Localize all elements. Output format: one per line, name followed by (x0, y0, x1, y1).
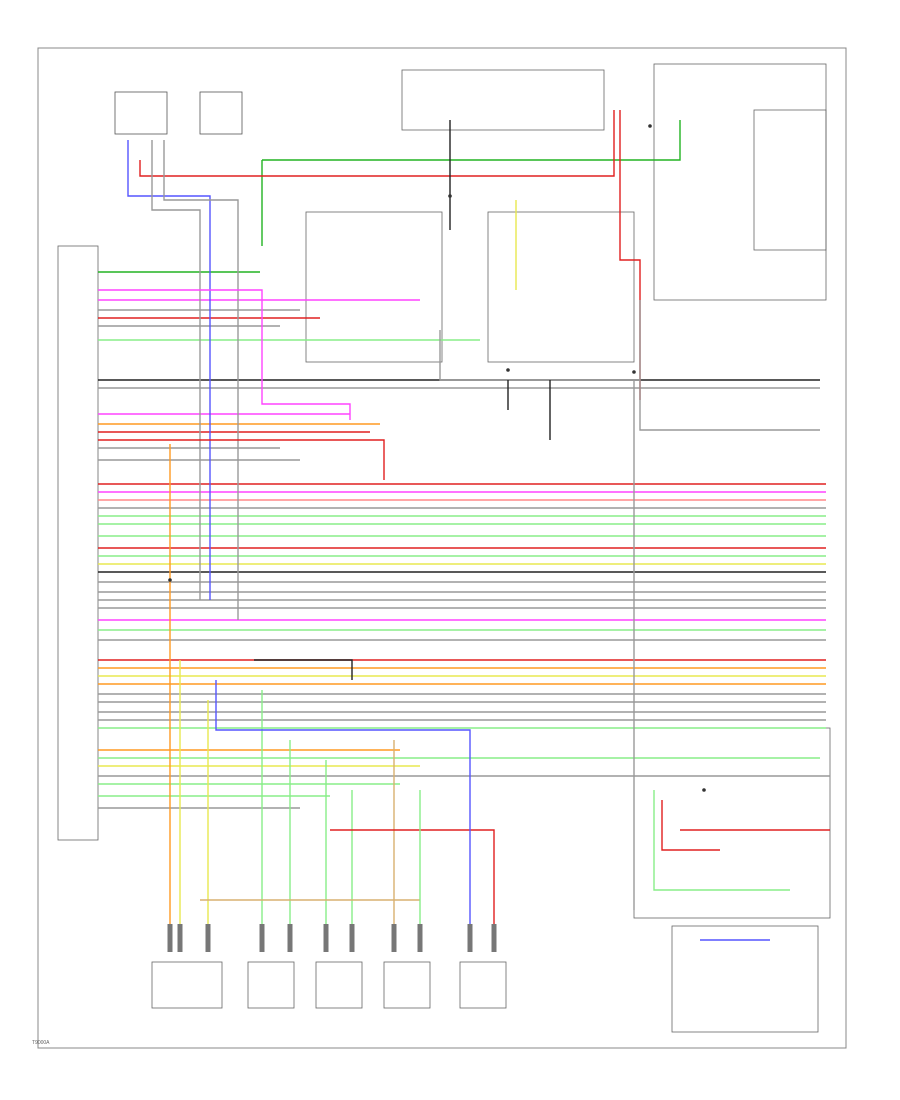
right-side-box (753, 109, 827, 251)
connector-pin-7 (349, 924, 355, 952)
sensor-connector-pins (167, 924, 497, 952)
connector-pin-9 (417, 924, 423, 952)
diagram-frame (37, 47, 847, 1049)
map-sensor-box (247, 961, 295, 1009)
connector-pin-2 (177, 924, 183, 952)
connector-pin-10 (467, 924, 473, 952)
right-upper-box (653, 63, 827, 301)
ect-sensor-box (383, 961, 431, 1009)
main-relay-box (305, 211, 443, 363)
idle-valve-box (459, 961, 507, 1009)
connector-pin-5 (287, 924, 293, 952)
switch-assembly-box (401, 69, 605, 131)
iat-sensor-box (315, 961, 363, 1009)
throttle-position-sensor-box (151, 961, 223, 1009)
upper-vertical-wires (98, 110, 820, 620)
connector-pin-4 (259, 924, 265, 952)
connector-pin-8 (391, 924, 397, 952)
top-left-connectors (114, 91, 243, 135)
splice-dots (168, 124, 706, 792)
lower-right-wires (633, 380, 830, 941)
connector-pin-1 (167, 924, 173, 952)
connector-pin-11 (491, 924, 497, 952)
data-link-box (671, 925, 819, 1033)
connector-pin-3 (205, 924, 211, 952)
pcm-signal-wires (98, 271, 830, 809)
pcm-connector-block (57, 245, 99, 841)
corner-label: T9000A (32, 1040, 50, 1046)
sensor-feed-wires (169, 444, 495, 924)
fuse-box (487, 211, 635, 363)
connector-pin-6 (323, 924, 329, 952)
